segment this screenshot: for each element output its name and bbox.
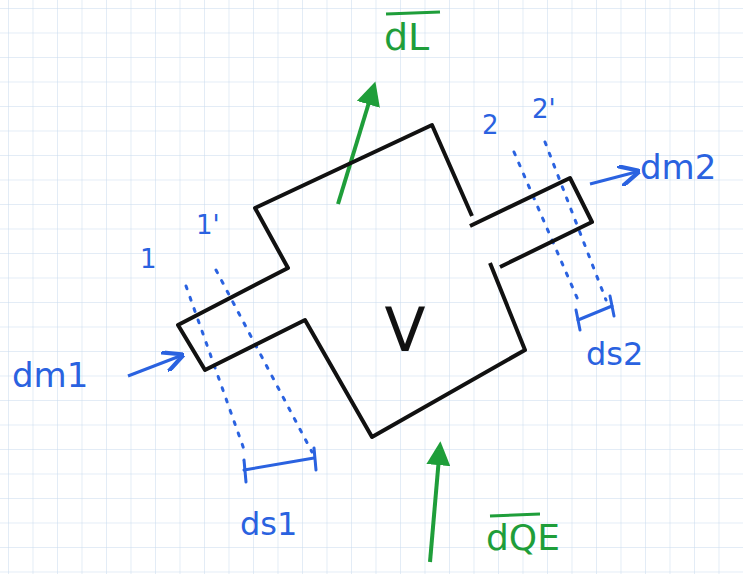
section-number: 2 <box>482 112 499 138</box>
work-label: dL <box>384 18 429 56</box>
length-label: ds1 <box>240 508 297 540</box>
outline-stroke <box>178 125 525 437</box>
control-volume-outline <box>170 115 600 445</box>
length-label: ds2 <box>586 338 643 370</box>
section-number: 1 <box>140 246 157 272</box>
control-volume: V <box>170 115 600 445</box>
heat-label: dQE <box>486 520 560 556</box>
section-number: 1' <box>196 212 220 238</box>
volume-label: V <box>384 300 425 360</box>
outflow-arrow <box>590 172 636 184</box>
inflow-arrow <box>128 356 180 376</box>
vector-bar <box>386 12 440 14</box>
outline-stroke <box>470 178 592 267</box>
section-lines <box>186 142 606 455</box>
mass-flow-label: dm1 <box>12 358 88 392</box>
section-number: 2' <box>532 96 556 122</box>
heat-arrow <box>430 446 440 562</box>
vector-bar <box>490 514 540 516</box>
work-arrow <box>338 86 374 204</box>
mass-flow-label: dm2 <box>640 150 716 184</box>
